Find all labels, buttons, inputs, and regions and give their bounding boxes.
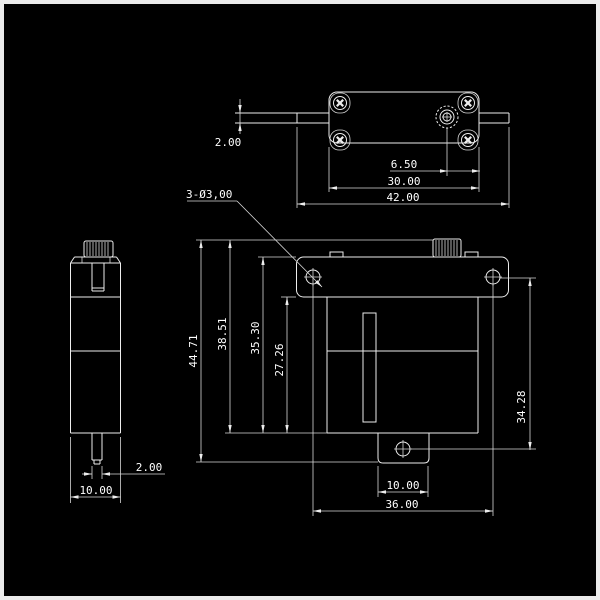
- top-view: 6.50 30.00 42.00 2.00: [215, 91, 510, 208]
- dim-case-height: 35.30: [249, 257, 265, 433]
- dim-tab-thickness: 2.00: [215, 99, 242, 149]
- front-view-top-tabs: [329, 251, 479, 258]
- dim-label: 36.00: [385, 498, 418, 511]
- front-view-bottom-tab: [377, 433, 430, 464]
- dim-bottom-tab-thickness: 2.00: [82, 461, 165, 476]
- top-view-body-outline: [235, 91, 510, 144]
- dim-bottom-tab-width: 10.00: [378, 479, 428, 494]
- phillips-screw-icons: [333, 96, 475, 147]
- flange-mount-holes: [304, 268, 502, 286]
- case-slot: [362, 312, 377, 423]
- dim-spline-to-edge: 6.50: [390, 158, 480, 173]
- dim-below-flange-height: 27.26: [273, 297, 289, 433]
- dim-label: 44.71: [187, 334, 200, 367]
- front-view-body: [326, 297, 479, 434]
- dim-label: 38.51: [216, 317, 229, 350]
- hole-callout-label: 3-Ø3,00: [186, 188, 232, 201]
- dim-body-depth: 10.00: [70, 484, 121, 499]
- dim-label: 10.00: [386, 479, 419, 492]
- corner-screw-pockets: [329, 92, 479, 151]
- dim-label: 42.00: [386, 191, 419, 204]
- dim-label: 35.30: [249, 321, 262, 354]
- front-view-extension-lines: [196, 239, 536, 516]
- side-view-gear-column: [91, 263, 105, 292]
- dim-overall-height: 44.71: [187, 240, 203, 462]
- dim-overall-width: 42.00: [297, 191, 509, 206]
- dim-label: 6.50: [391, 158, 418, 171]
- hole-callout: 3-Ø3,00: [186, 188, 323, 288]
- side-view-spline-shaft: [83, 240, 114, 258]
- dim-hole-vertical-span: 34.28: [515, 278, 532, 450]
- side-view-extension-lines: [70, 437, 121, 503]
- dim-label: 2.00: [136, 461, 163, 474]
- front-view: 44.71 38.51 35.30 27.26 34.28: [186, 188, 536, 516]
- dim-label: 10.00: [79, 484, 112, 497]
- front-view-spline-shaft: [432, 238, 462, 258]
- dim-shaft-top-to-body-bottom: 38.51: [216, 240, 232, 433]
- side-view: 2.00 10.00: [70, 240, 165, 503]
- dim-label: 2.00: [215, 136, 242, 149]
- dim-label: 27.26: [273, 343, 286, 376]
- dim-label: 34.28: [515, 390, 528, 423]
- side-view-body-outline: [70, 256, 121, 434]
- front-view-flange: [296, 256, 509, 298]
- side-view-bottom-tab: [91, 433, 103, 465]
- top-view-extension-lines: [296, 127, 510, 208]
- dim-body-width: 30.00: [329, 175, 479, 190]
- dim-label: 30.00: [387, 175, 420, 188]
- dim-mount-hole-spacing: 36.00: [313, 498, 493, 513]
- output-spline-icon: [435, 105, 459, 176]
